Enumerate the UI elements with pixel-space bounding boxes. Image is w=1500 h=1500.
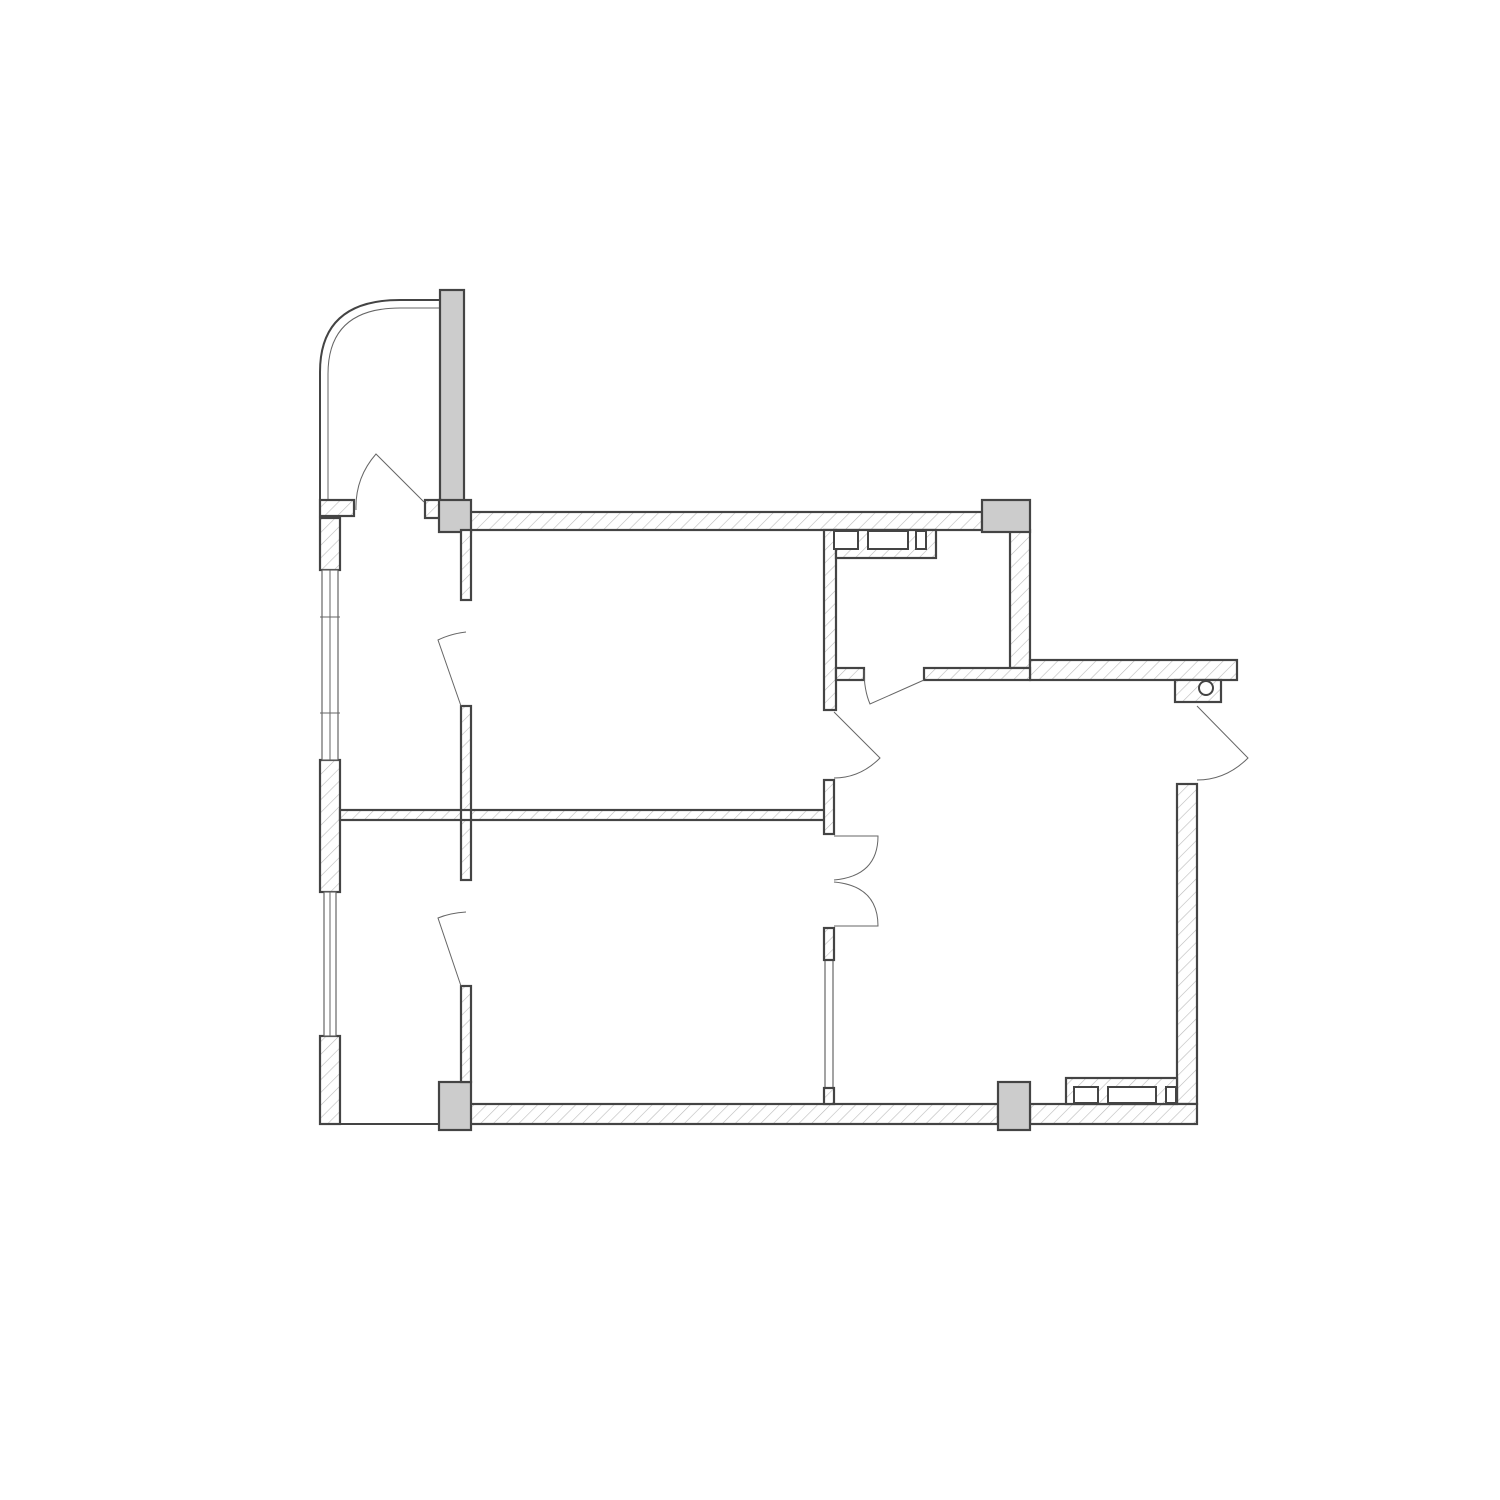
door-room1 — [437, 631, 467, 707]
duct-bottom-2 — [1107, 1086, 1157, 1104]
wall-corridor-top — [1028, 658, 1239, 682]
door-entrance — [1196, 705, 1249, 781]
duct-bottom-3 — [1165, 1086, 1177, 1104]
wall-left-mid — [318, 758, 342, 894]
wall-room1-left-a — [459, 528, 473, 602]
window-partition-glass — [824, 959, 834, 1089]
door-hall-room1 — [833, 711, 881, 779]
wall-divider-right — [469, 808, 828, 822]
wall-left-lower — [318, 1034, 342, 1126]
balcony-sill-left — [318, 498, 356, 518]
door-double-leaf-bottom — [833, 881, 879, 927]
column-bottom-mid — [996, 1080, 1032, 1132]
wall-hall-lower — [822, 926, 836, 962]
balcony-rail-outer — [319, 299, 440, 500]
door-room2 — [437, 911, 467, 987]
pipe-riser-icon — [1198, 680, 1214, 696]
doors — [355, 453, 1249, 987]
duct-top-2 — [867, 530, 909, 550]
door-kitchen — [863, 669, 925, 705]
door-double-leaf-top — [833, 835, 879, 881]
wall-room1-left-c — [459, 818, 473, 882]
wall-room2-left-a — [459, 984, 473, 1084]
duct-top-3 — [915, 530, 927, 550]
duct-top-1 — [833, 530, 859, 550]
windows — [320, 569, 834, 1089]
wall-hall-mid — [822, 778, 836, 836]
wall-hall-upper — [822, 528, 838, 712]
balcony — [318, 288, 466, 520]
wall-corridor-return — [1173, 678, 1223, 704]
wall-kitchen-lintel — [834, 666, 866, 682]
wall-top — [468, 510, 984, 532]
wall-kitchen-right — [1008, 528, 1032, 670]
balcony-column — [438, 288, 466, 504]
columns — [437, 498, 1032, 1132]
door-balcony — [355, 453, 425, 511]
column-top-right — [980, 498, 1032, 534]
wall-hall-bottom — [822, 1086, 836, 1106]
balcony-rail-inner — [327, 307, 440, 500]
ducts — [833, 530, 1214, 1106]
wall-divider-left — [338, 808, 463, 822]
column-bottom-left — [437, 1080, 473, 1132]
wall-room1-left-b — [459, 704, 473, 812]
wall-left-upper — [318, 516, 342, 572]
wall-corridor-under — [922, 666, 1032, 682]
interior-walls — [338, 528, 938, 1106]
duct-bottom-1 — [1073, 1086, 1099, 1104]
wall-bottom — [468, 1102, 1000, 1126]
column-top-left — [437, 498, 473, 534]
wall-right — [1175, 782, 1199, 1106]
wall-bottom-right — [1028, 1102, 1199, 1126]
